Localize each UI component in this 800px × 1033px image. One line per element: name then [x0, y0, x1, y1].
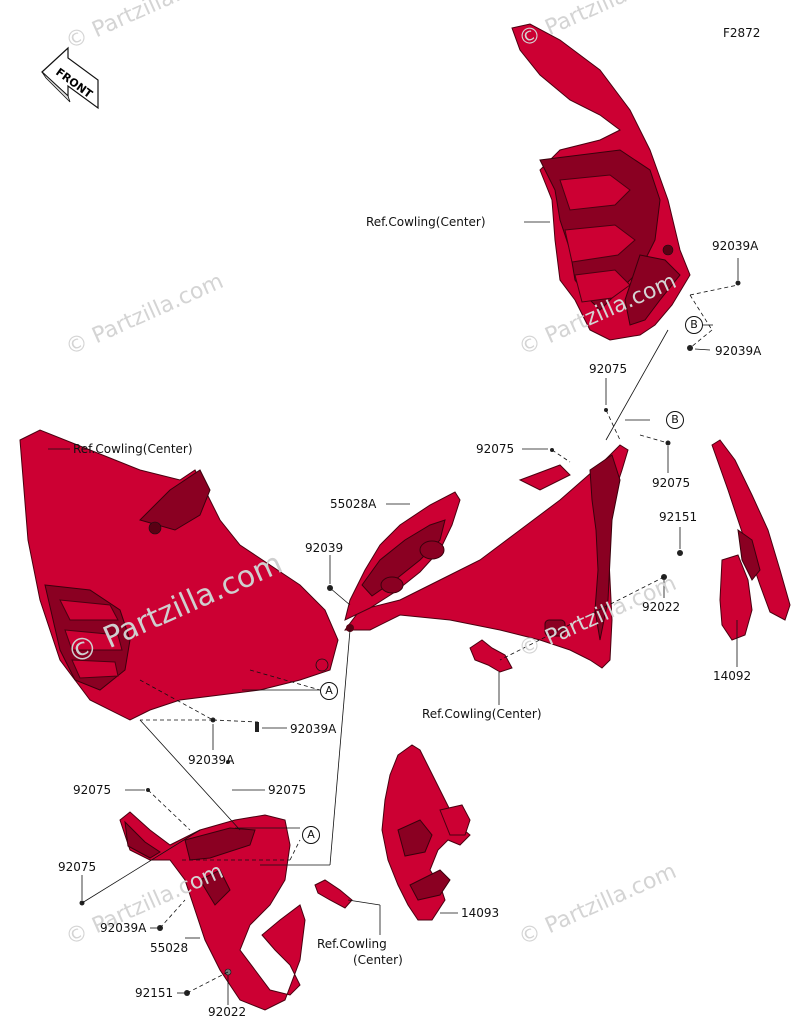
label-55028A: 55028A — [330, 497, 377, 511]
label-92075: 92075 — [268, 783, 307, 797]
label-92075: 92075 — [73, 783, 112, 797]
upper-cowling-center — [511, 23, 691, 341]
label-92075: 92075 — [476, 442, 515, 456]
label-ref-cowling-center: Ref.Cowling(Center) — [366, 215, 486, 229]
label-92039A: 92039A — [712, 239, 759, 253]
label-92075: 92075 — [58, 860, 97, 874]
label-55028: 55028 — [150, 941, 189, 955]
part-14092 — [711, 439, 791, 641]
label-92022: 92022 — [208, 1005, 247, 1019]
part-14093 — [381, 744, 471, 921]
label-92151: 92151 — [135, 986, 174, 1000]
label-92039A: 92039A — [715, 344, 762, 358]
front-arrow-icon: FRONT — [41, 46, 99, 110]
label-ref-cowling-line2: (Center) — [353, 953, 403, 967]
callout-a: A — [320, 682, 338, 700]
label-92022: 92022 — [642, 600, 681, 614]
label-92039A: 92039A — [290, 722, 337, 736]
label-14092: 14092 — [713, 669, 752, 683]
callout-b: B — [666, 411, 684, 429]
label-ref-cowling-line1: Ref.Cowling — [317, 937, 387, 951]
label-92039A: 92039A — [100, 921, 147, 935]
label-ref-cowling-center: Ref.Cowling(Center) — [422, 707, 542, 721]
lower-cowling-left — [119, 811, 306, 1011]
label-92151: 92151 — [659, 510, 698, 524]
label-ref-cowling-center: Ref.Cowling(Center) — [73, 442, 193, 456]
bracket-lower — [314, 879, 353, 909]
bracket-mid — [469, 639, 513, 673]
callout-a: A — [302, 826, 320, 844]
label-92075: 92075 — [652, 476, 691, 490]
callout-b: B — [685, 316, 703, 334]
connection-lines — [81, 329, 669, 904]
figure-id: F2872 — [723, 26, 761, 40]
label-92075: 92075 — [589, 362, 628, 376]
leader-lines — [48, 221, 739, 1005]
label-92039A: 92039A — [188, 753, 235, 767]
label-92039: 92039 — [305, 541, 344, 555]
side-cowling-right — [344, 444, 629, 669]
label-14093: 14093 — [461, 906, 500, 920]
left-cowling-center — [19, 429, 339, 721]
alignment-lines — [139, 284, 739, 994]
